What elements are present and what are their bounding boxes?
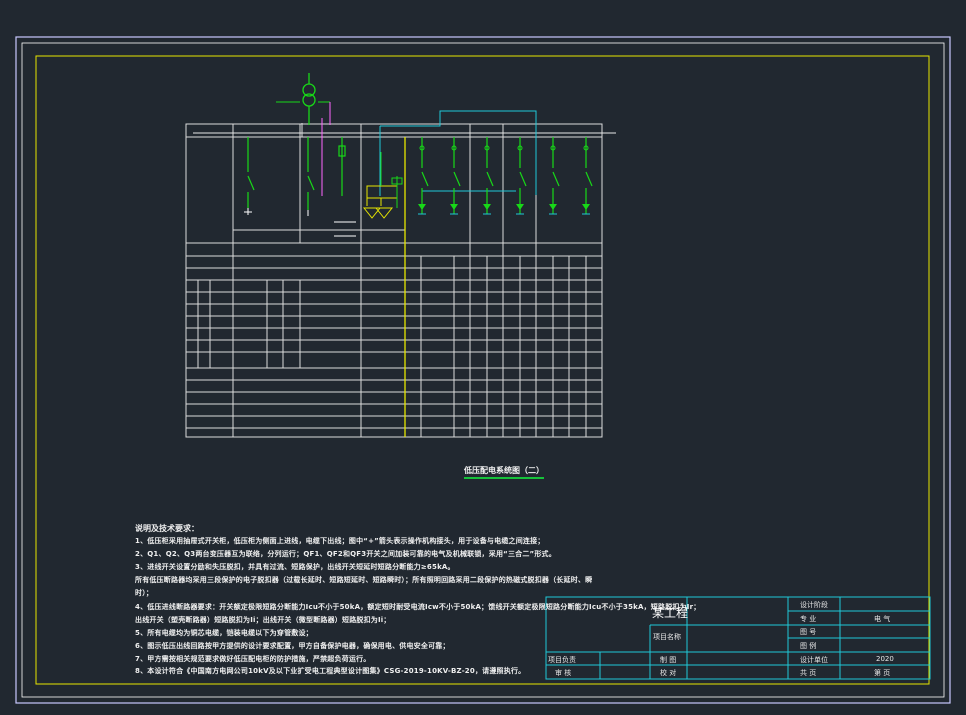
diagram-caption: 低压配电系统图（二） bbox=[464, 465, 544, 479]
title-reviewer-label: 审 核 bbox=[555, 669, 572, 677]
title-project-label: 项目名称 bbox=[653, 633, 681, 641]
outer-frame bbox=[15, 36, 951, 704]
title-date-value: 2020 bbox=[876, 655, 894, 663]
note-line: 6、图示低压出线回路按甲方提供的设计要求配置，甲方自备保护电器，确保用电、供电安… bbox=[135, 642, 450, 650]
notes-title: 说明及技术要求： bbox=[135, 524, 199, 533]
feeder-node bbox=[484, 145, 490, 151]
title-drawing-no-label: 图 号 bbox=[800, 628, 817, 636]
title-design-stage-label: 设计阶段 bbox=[800, 601, 828, 609]
note-line: 出线开关（塑壳断路器）短路脱扣为Ii；出线开关（微型断路器）短路脱扣为Ii； bbox=[135, 616, 391, 624]
single-line-diagram bbox=[185, 123, 616, 438]
feeder-arrow bbox=[418, 204, 426, 210]
title-sheets-label: 共 页 bbox=[800, 669, 817, 677]
feeder-breaker bbox=[421, 171, 429, 187]
title-date-label: 设计单位 bbox=[800, 656, 828, 664]
outgoing-feeders bbox=[418, 137, 593, 215]
incoming-feeder bbox=[247, 137, 346, 210]
note-line: 8、本设计符合《中国南方电网公司10kV及以下业扩受电工程典型设计图集》CSG-… bbox=[135, 667, 526, 675]
title-project-name: 某工程 bbox=[652, 606, 689, 620]
feeder-node bbox=[517, 145, 523, 151]
transformer-symbol bbox=[302, 73, 316, 125]
feeder-breaker bbox=[519, 171, 527, 187]
title-scale-label: 图 例 bbox=[800, 642, 817, 650]
note-line: 4、低压进线断路器要求：开关额定极限短路分断能力Icu不小于50kA，额定短时耐… bbox=[135, 603, 701, 611]
feeder-node bbox=[583, 145, 589, 151]
feeder-arrow bbox=[450, 204, 458, 210]
title-block bbox=[545, 596, 931, 680]
feeder-breaker bbox=[486, 171, 494, 187]
feeder-arrow bbox=[516, 204, 524, 210]
feeder-arrow bbox=[483, 204, 491, 210]
title-sheet-label: 第 页 bbox=[874, 669, 891, 677]
cable-feed bbox=[379, 110, 537, 196]
feeder-node bbox=[451, 145, 457, 151]
feeder-node bbox=[550, 145, 556, 151]
note-line: 时）； bbox=[135, 589, 154, 597]
feeder-breaker bbox=[552, 171, 560, 187]
feeder-node bbox=[419, 145, 425, 151]
note-line: 5、所有电缆均为铜芯电缆，铠装电缆以下为穿管敷设； bbox=[135, 629, 313, 637]
title-drawn-label: 制 图 bbox=[660, 656, 677, 664]
title-leader-label: 项目负责 bbox=[548, 656, 576, 664]
note-line: 3、进线开关设置分励和失压脱扣，并具有过流、短路保护，出线开关短延时短路分断能力… bbox=[135, 563, 455, 571]
border-frame bbox=[35, 55, 930, 685]
outer-frame-inner bbox=[21, 42, 945, 698]
title-specialty-label: 专 业 bbox=[800, 615, 817, 623]
feeder-arrow bbox=[549, 204, 557, 210]
title-checker-label: 校 对 bbox=[660, 669, 677, 677]
feeder-arrow bbox=[582, 204, 590, 210]
feeder-breaker bbox=[585, 171, 593, 187]
feeder-breaker bbox=[453, 171, 461, 187]
note-line: 所有低压断路器均采用三段保护的电子脱扣器（过载长延时、短路短延时、短路瞬时）；所… bbox=[135, 576, 593, 584]
note-line: 1、低压柜采用抽屉式开关柜，低压柜为侧面上进线，电缆下出线；图中“+”箭头表示操… bbox=[135, 537, 545, 545]
title-specialty-value: 电 气 bbox=[874, 615, 891, 623]
note-line: 7、甲方需按相关规范要求做好低压配电柜的防护措施，严禁超负荷运行。 bbox=[135, 655, 371, 663]
note-line: 2、Q1、Q2、Q3两台变压器互为联络，分列运行；QF1、QF2和QF3开关之间… bbox=[135, 550, 556, 558]
